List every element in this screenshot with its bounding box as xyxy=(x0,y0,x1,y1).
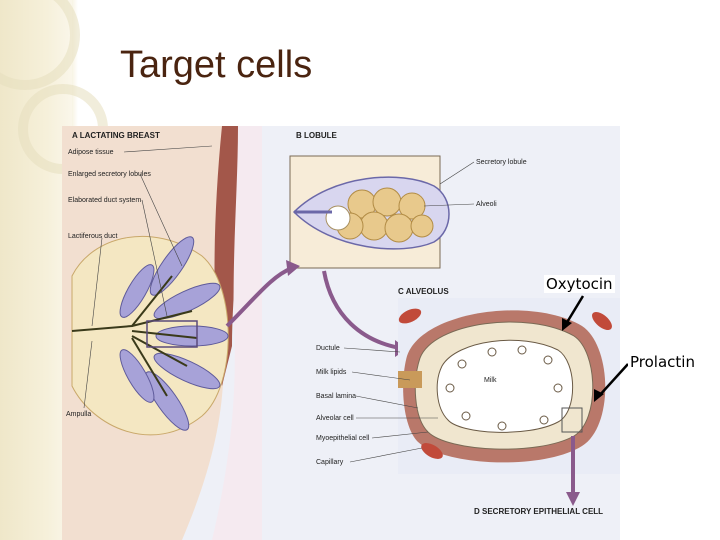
panel-c-alveolus xyxy=(398,298,620,474)
panel-d-arrow xyxy=(566,436,580,506)
label-secretory-lobule: Secretory lobule xyxy=(476,159,527,166)
prolactin-label: Prolactin xyxy=(628,353,697,371)
decorative-ring xyxy=(0,0,80,90)
label-alveoli: Alveoli xyxy=(476,201,497,208)
mammary-gland-figure: A LACTATING BREAST B LOBULE C ALVEOLUS D… xyxy=(62,126,620,540)
label-myoepithelial-cell: Myoepithelial cell xyxy=(316,435,370,442)
label-enlarged-secretory-lobules: Enlarged secretory lobules xyxy=(68,171,151,178)
panel-c-heading: C ALVEOLUS xyxy=(398,287,449,296)
panel-b-lobule xyxy=(289,155,450,269)
label-alveolar-cell: Alveolar cell xyxy=(316,415,354,422)
label-ductule: Ductule xyxy=(316,345,340,352)
label-elaborated-duct-system: Elaborated duct system xyxy=(68,197,141,204)
label-capillary: Capillary xyxy=(316,459,344,466)
figure-illustration: A LACTATING BREAST B LOBULE C ALVEOLUS D… xyxy=(62,126,620,540)
panel-connector-arrows xyxy=(225,266,401,350)
label-basal-lamina: Basal lamina xyxy=(316,393,356,400)
label-milk: Milk xyxy=(484,377,497,384)
panel-a-heading: A LACTATING BREAST xyxy=(72,131,160,140)
panel-d-heading: D SECRETORY EPITHELIAL CELL xyxy=(474,507,603,516)
panel-a-breast xyxy=(62,126,262,540)
label-ampulla: Ampulla xyxy=(66,411,91,418)
oxytocin-label: Oxytocin xyxy=(544,275,615,293)
panel-b-heading: B LOBULE xyxy=(296,131,338,140)
label-milk-lipids: Milk lipids xyxy=(316,369,347,376)
label-lactiferous-duct: Lactiferous duct xyxy=(68,233,117,240)
label-adipose-tissue: Adipose tissue xyxy=(68,149,114,156)
slide-title: Target cells xyxy=(120,44,313,86)
